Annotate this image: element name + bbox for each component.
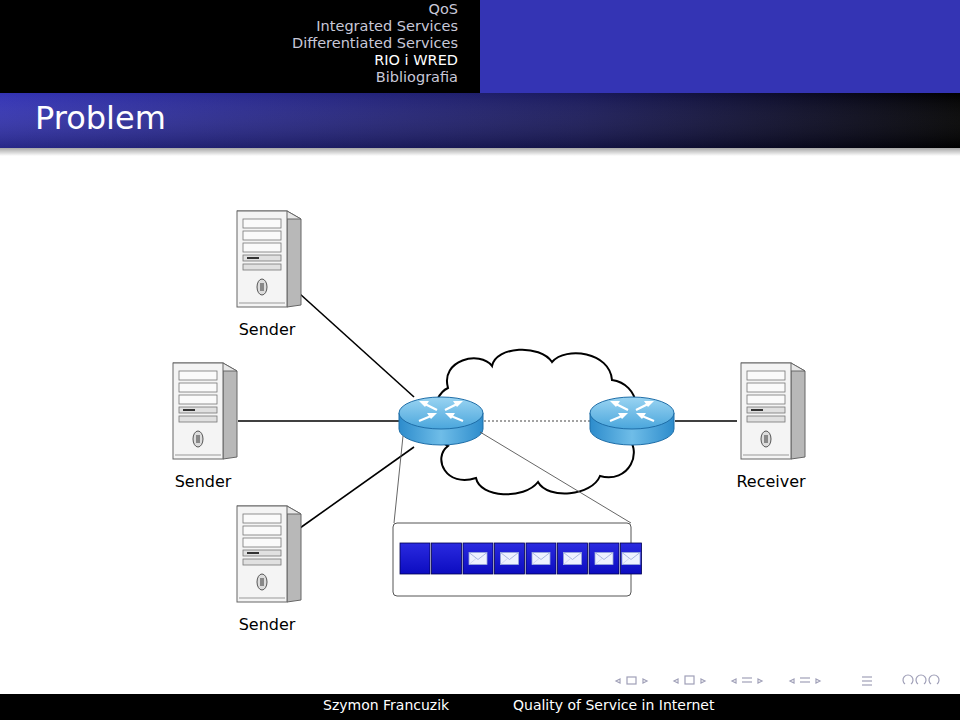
packet-icon <box>622 553 640 565</box>
queue-cell <box>526 543 556 574</box>
host-label: Sender <box>237 615 298 634</box>
host-label: Sender <box>237 320 298 339</box>
computer-icon <box>167 359 239 461</box>
nav-item: Differentiated Services <box>292 35 458 52</box>
queue-cell <box>400 543 430 574</box>
computer-icon <box>231 207 303 309</box>
section-nav: QoSIntegrated ServicesDifferentiated Ser… <box>292 1 458 86</box>
packet-icon <box>564 553 582 565</box>
computer-node: Sender <box>202 502 332 634</box>
queue-cell <box>432 543 462 574</box>
host-label: Sender <box>173 472 234 491</box>
host-label: Receiver <box>734 472 807 491</box>
packet-icon <box>595 553 613 565</box>
footer-text: Quality of Service in Internet <box>513 697 714 713</box>
nav-item: QoS <box>292 1 458 18</box>
queue-cell <box>495 543 525 574</box>
slide-title: Problem <box>35 99 166 137</box>
computer-icon <box>735 359 807 461</box>
queue-cell <box>463 543 493 574</box>
computer-icon <box>231 502 303 604</box>
nav-item: Bibliografia <box>292 69 458 86</box>
computer-node: Receiver <box>706 359 836 491</box>
computer-node: Sender <box>202 207 332 339</box>
queue-cell <box>558 543 588 574</box>
queue-cell <box>621 543 642 574</box>
nav-item: Integrated Services <box>292 18 458 35</box>
packet-icon <box>501 553 519 565</box>
computer-node: Sender <box>138 359 268 491</box>
packet-icon <box>532 553 550 565</box>
footer-text: Szymon Francuzik <box>323 697 449 713</box>
nav-item: RIO i WRED <box>292 52 458 69</box>
queue-cell <box>589 543 619 574</box>
packet-icon <box>469 553 487 565</box>
